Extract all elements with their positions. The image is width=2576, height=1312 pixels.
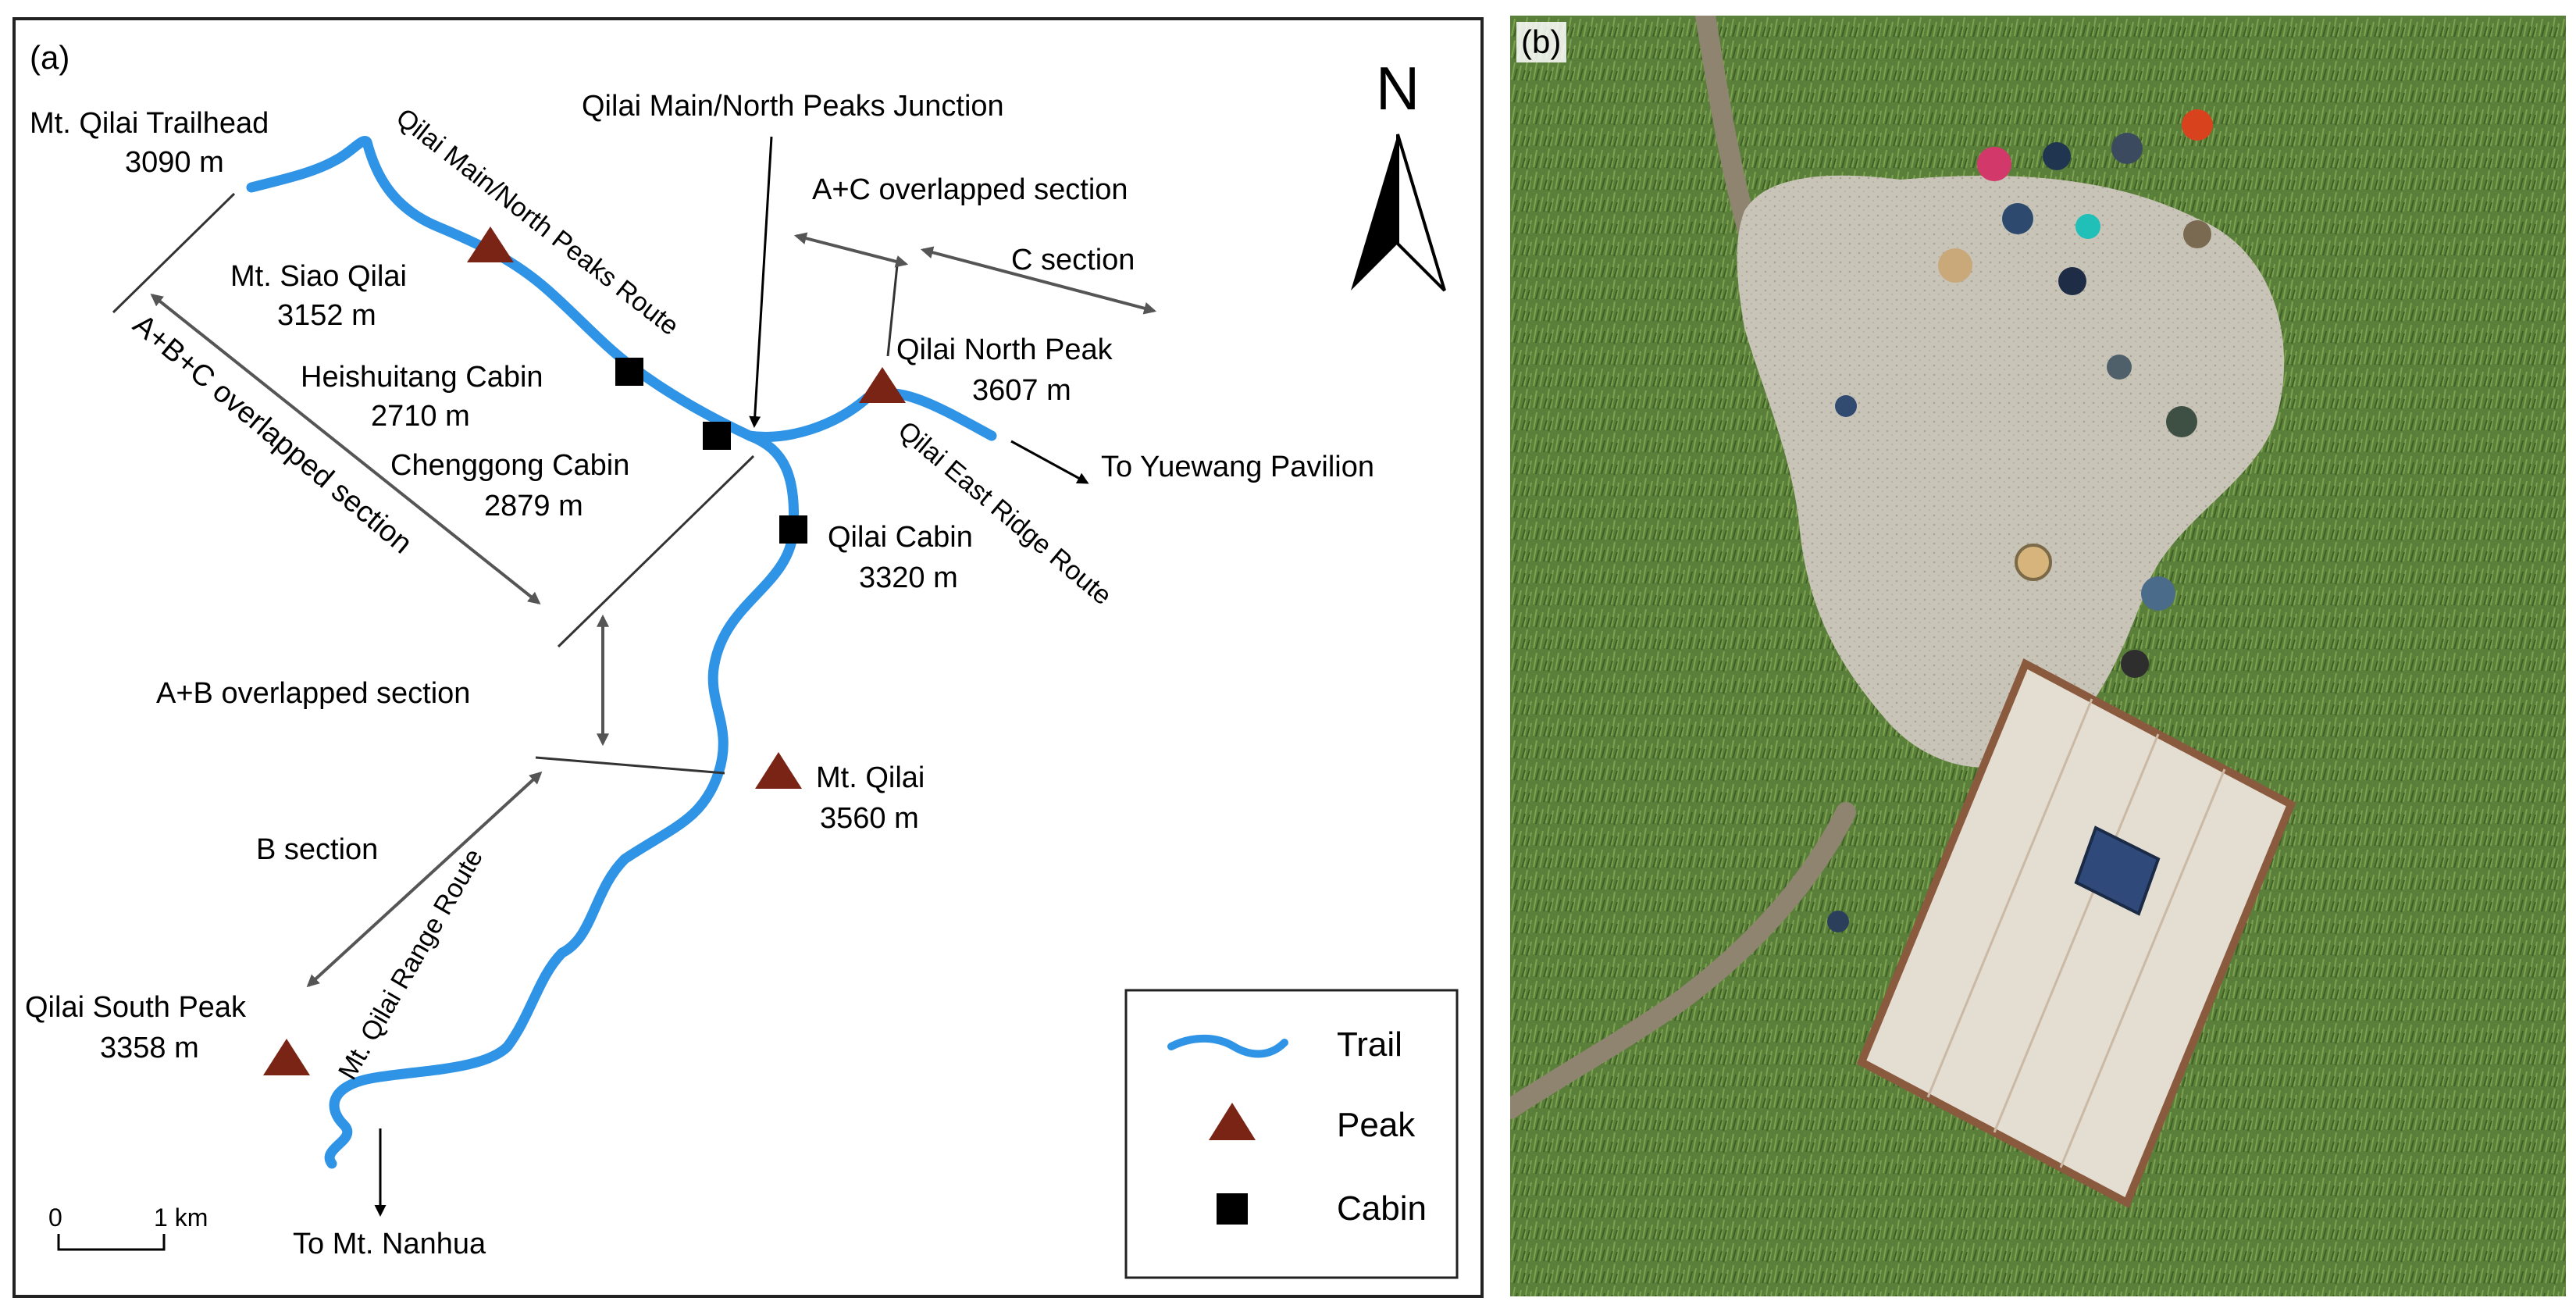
label-junction: Qilai Main/North Peaks Junction — [582, 90, 1004, 123]
peak-icon-siao-qilai — [467, 226, 514, 262]
label-siao-qilai-name: Mt. Siao Qilai — [230, 260, 407, 293]
arrow-c-section — [920, 246, 1157, 315]
label-south-peak-name: Qilai South Peak — [25, 991, 247, 1024]
trail-range-route — [324, 430, 800, 1169]
label-to-nanhua: To Mt. Nanhua — [293, 1228, 486, 1260]
solar-panel — [2074, 825, 2161, 916]
label-chenggong-name: Chenggong Cabin — [390, 449, 629, 482]
label-to-yuewang: To Yuewang Pavilion — [1101, 451, 1374, 483]
boundary-mt-qilai — [535, 756, 725, 775]
north-label: N — [1376, 54, 1420, 123]
label-heishuitang-elev: 2710 m — [371, 400, 470, 433]
boundary-junction — [557, 455, 755, 648]
north-arrow-icon-right — [1396, 134, 1446, 292]
section-boundaries — [112, 192, 900, 775]
label-qilai-cabin-name: Qilai Cabin — [828, 521, 973, 554]
label-ab-section: A+B overlapped section — [156, 677, 470, 710]
label-heishuitang-name: Heishuitang Cabin — [301, 361, 543, 394]
place-labels: Mt. Qilai Trailhead 3090 m Mt. Siao Qila… — [25, 90, 1113, 1064]
label-qilai-cabin-elev: 3320 m — [859, 562, 958, 594]
legend-peak-icon — [1209, 1103, 1256, 1140]
panel-b-label: (b) — [1521, 23, 1561, 60]
label-mt-qilai-name: Mt. Qilai — [816, 761, 925, 794]
legend-box — [1124, 989, 1459, 1279]
label-trailhead-elev: 3090 m — [125, 146, 224, 179]
peak-markers — [263, 226, 906, 1075]
label-north-peak-elev: 3607 m — [972, 374, 1071, 407]
route-map-panel: (a) — [12, 17, 1484, 1298]
cabin-roof — [1856, 658, 2296, 1208]
boundary-north — [886, 257, 900, 357]
pointer-arrows — [374, 136, 1089, 1217]
section-arrows — [150, 232, 1157, 988]
arrow-abc-section — [150, 294, 541, 604]
legend-peak-label: Peak — [1337, 1106, 1416, 1144]
arrow-to-yuewang — [1010, 440, 1089, 484]
scale-bar-line — [57, 1234, 166, 1251]
hiker-group — [1827, 109, 2213, 932]
cabin-markers — [615, 358, 807, 544]
cabin-icon-qilai — [779, 515, 807, 544]
legend: Trail Peak Cabin — [1124, 989, 1459, 1279]
legend-trail-icon — [1167, 1034, 1288, 1058]
scale-bar: 0 1 km — [48, 1203, 208, 1251]
legend-cabin-icon — [1217, 1193, 1248, 1225]
label-chenggong-elev: 2879 m — [484, 490, 583, 522]
label-siao-qilai-elev: 3152 m — [277, 299, 376, 332]
round-marker — [2015, 544, 2052, 581]
label-c-section: C section — [1011, 244, 1135, 276]
legend-trail-label: Trail — [1337, 1025, 1402, 1064]
peak-icon-mt-qilai — [755, 752, 802, 789]
peak-icon-south-peak — [263, 1039, 310, 1075]
label-b-section: B section — [256, 833, 378, 866]
arrow-junction-pointer — [749, 136, 773, 428]
cabin-icon-chenggong — [703, 422, 731, 450]
peak-icon-north-peak — [859, 367, 906, 403]
scale-zero: 0 — [48, 1203, 62, 1232]
north-arrow: N — [1351, 54, 1446, 292]
label-ac-section: A+C overlapped section — [812, 173, 1128, 206]
scale-one-km: 1 km — [154, 1203, 208, 1232]
label-north-peak-name: Qilai North Peak — [896, 333, 1113, 366]
panel-b-label-bg — [1516, 22, 1566, 62]
aerial-photo-panel: (b) — [1510, 16, 2566, 1296]
gravel-clearing — [1737, 175, 2285, 768]
legend-cabin-label: Cabin — [1337, 1189, 1427, 1228]
label-south-peak-elev: 3358 m — [100, 1032, 199, 1064]
label-mt-qilai-elev: 3560 m — [820, 802, 919, 835]
label-trailhead-name: Mt. Qilai Trailhead — [30, 107, 269, 140]
boundary-trailhead — [112, 192, 236, 314]
cabin-icon-heishuitang — [615, 358, 643, 386]
arrow-b-section — [306, 771, 543, 988]
north-arrow-icon-left — [1351, 134, 1398, 291]
panel-a-label: (a) — [30, 39, 69, 76]
arrow-ac-section — [793, 232, 909, 268]
